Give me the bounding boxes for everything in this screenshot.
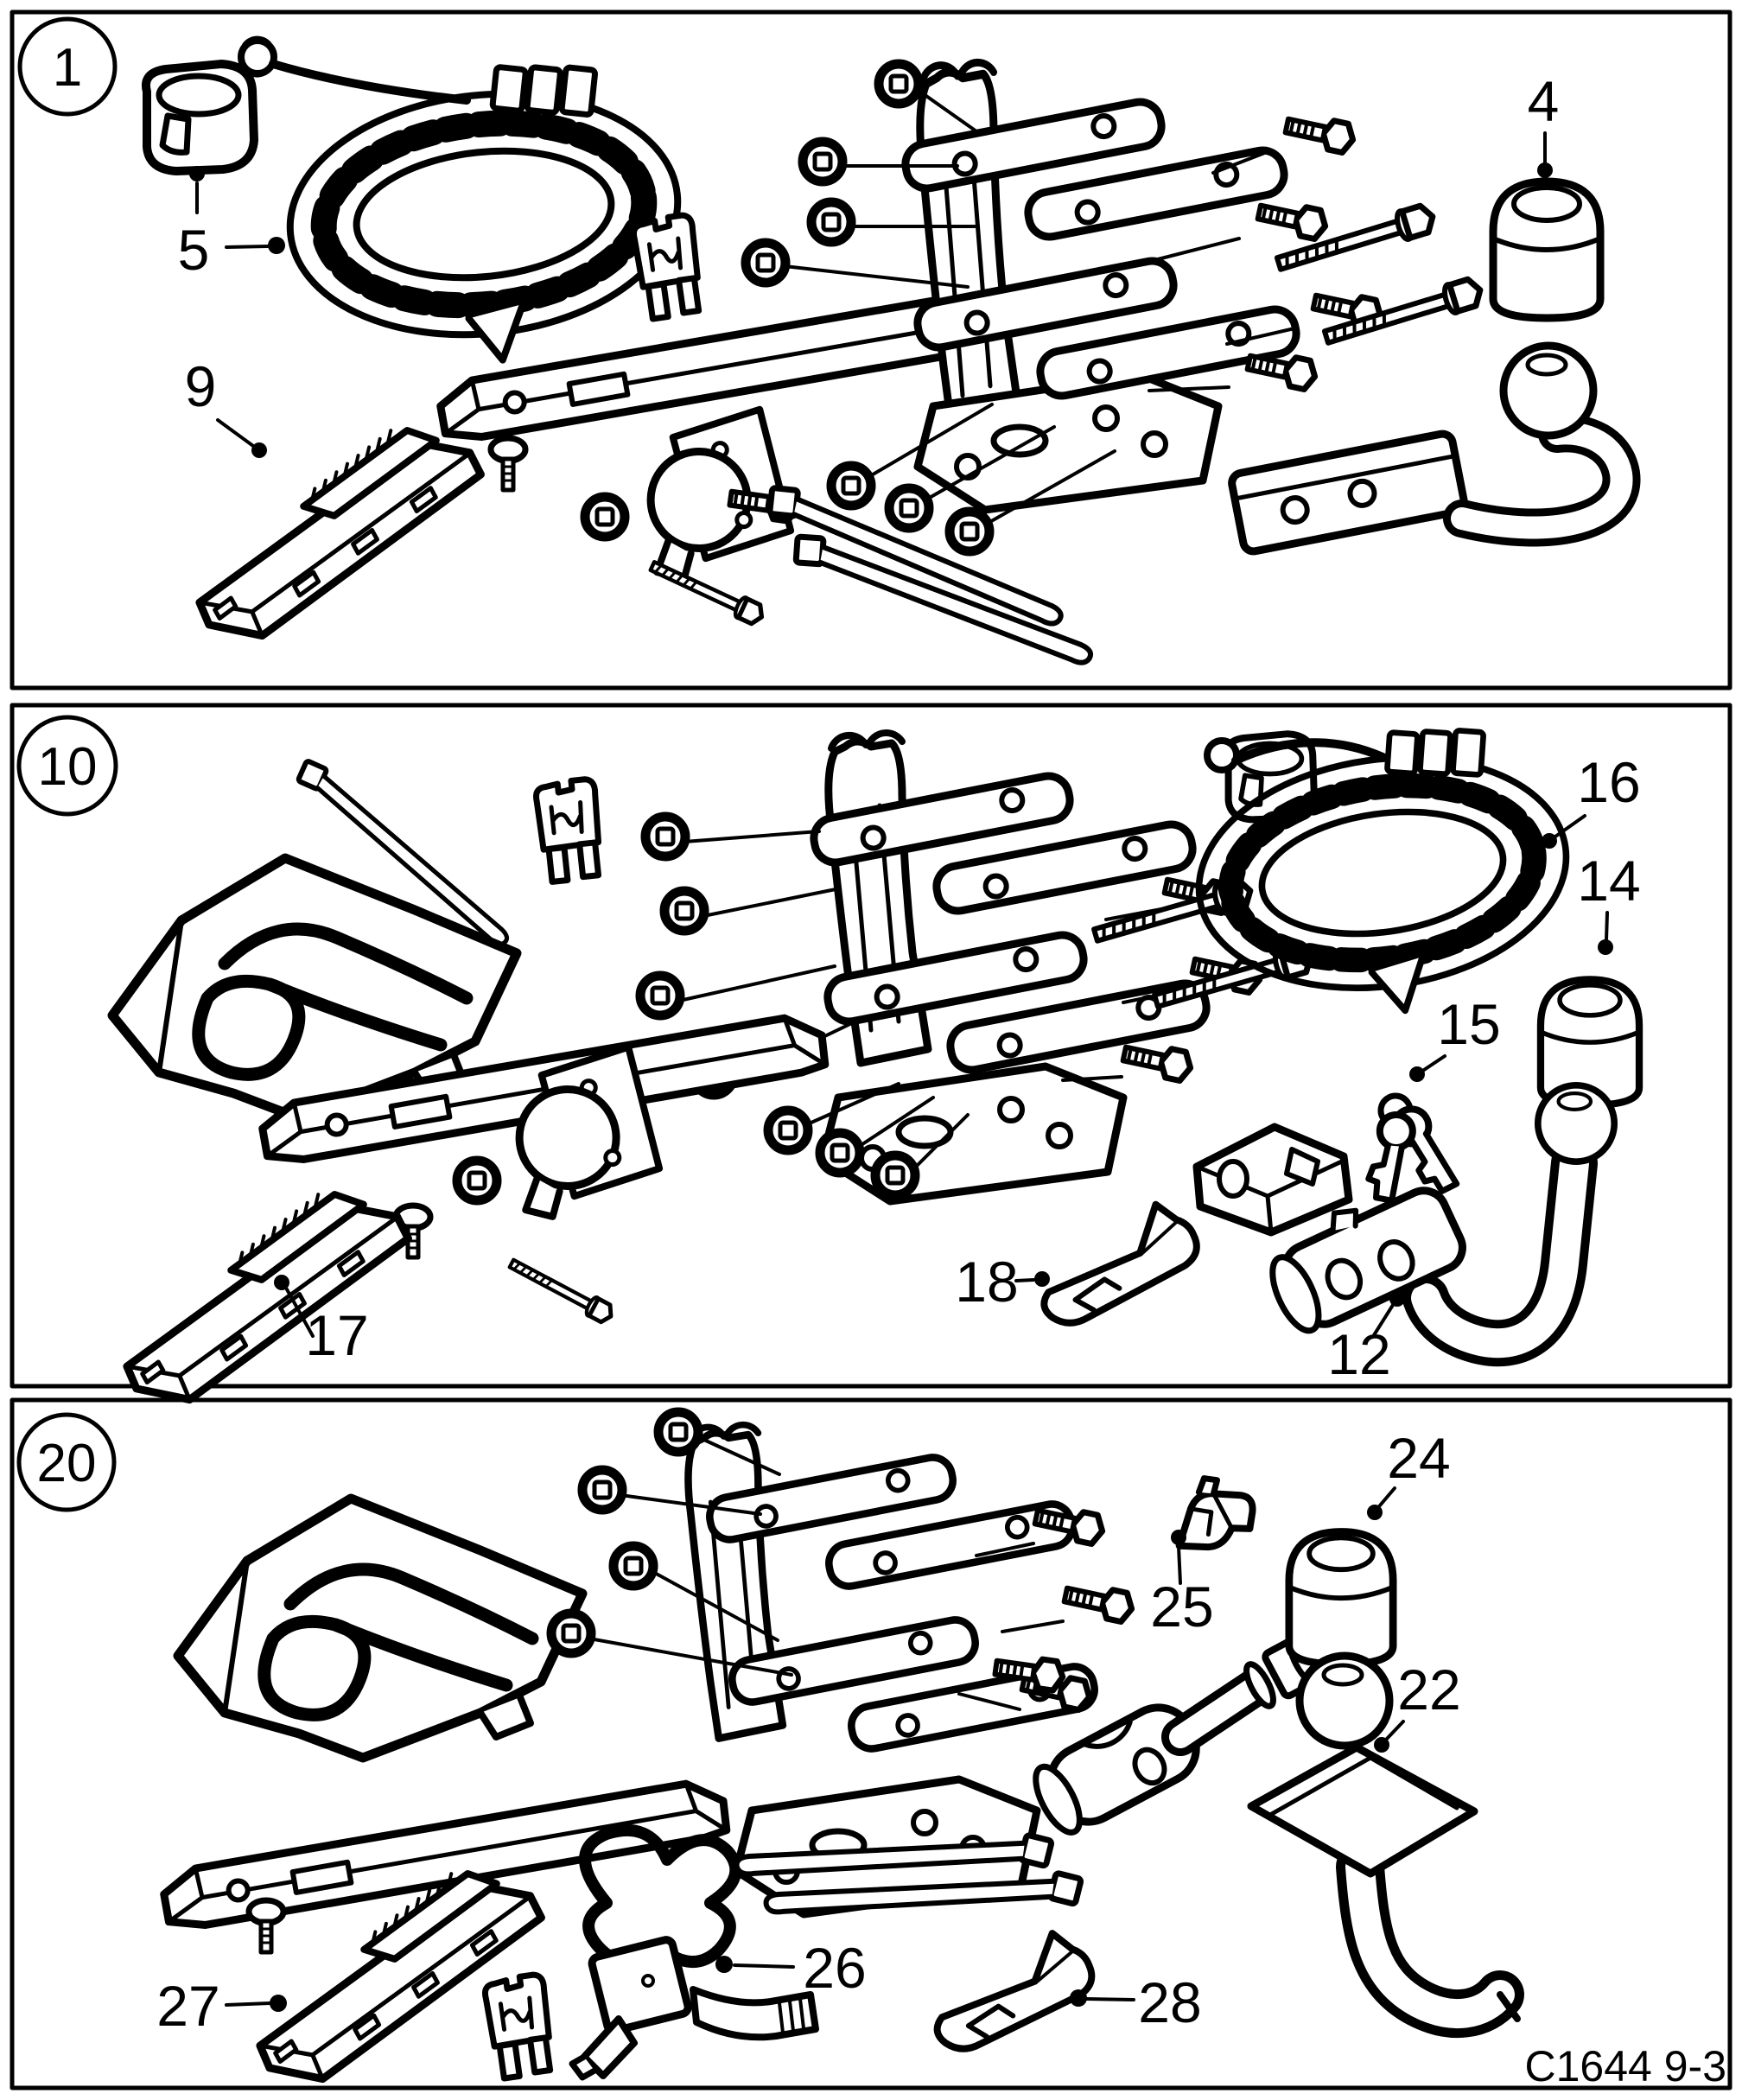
hex-bolt-drawing <box>1284 111 1356 154</box>
hex-bolt-drawing <box>1063 1581 1135 1623</box>
callout-28-number: 28 <box>1138 1970 1201 2034</box>
neck-cover-drawing <box>931 1931 1097 2051</box>
towball-cap-drawing <box>1493 181 1600 318</box>
callout-24: 24 <box>1367 1426 1451 1520</box>
callout-26: 26 <box>715 1936 867 2000</box>
callout-24-number: 24 <box>1387 1426 1450 1490</box>
callout-27: 27 <box>156 1974 287 2038</box>
blade-fuse-drawing <box>632 214 704 320</box>
callout-16-number: 16 <box>1577 750 1640 814</box>
flange-nut-drawing <box>889 488 929 528</box>
callout-9: 9 <box>185 354 267 458</box>
hex-bolt-drawing <box>1122 1040 1193 1082</box>
callout-16: 16 <box>1542 750 1641 849</box>
flange-nut-drawing <box>803 142 842 181</box>
screw-drawing <box>249 1900 283 1952</box>
callout-12: 12 <box>1327 1291 1405 1386</box>
panel-kit-1: 1 5 9 <box>10 10 1732 690</box>
control-module-drawing <box>94 1171 435 1415</box>
panel-kit-20: 20 <box>10 1397 1732 2095</box>
flange-nut-drawing <box>640 976 680 1015</box>
cable-tie-drawing <box>791 537 1097 664</box>
flange-nut-drawing <box>746 243 785 283</box>
parts-bag-drawing <box>178 1499 582 1758</box>
towball-cap-drawing <box>1289 1532 1393 1664</box>
socket-cover-cap-drawing <box>146 64 254 171</box>
callout-14-number: 14 <box>1577 849 1640 913</box>
callout-5-number: 5 <box>178 218 210 282</box>
kit-10-number: 10 <box>38 737 98 797</box>
callout-25-number: 25 <box>1150 1575 1213 1639</box>
callout-15: 15 <box>1409 992 1501 1082</box>
flange-nut-drawing <box>831 466 871 506</box>
callout-17-number: 17 <box>305 1303 368 1367</box>
kit-20-number: 20 <box>37 1434 97 1493</box>
callout-25: 25 <box>1150 1530 1214 1639</box>
callout-9-number: 9 <box>185 354 217 418</box>
flange-nut-drawing <box>658 1412 698 1452</box>
callout-5: 5 <box>178 166 285 282</box>
callout-18-number: 18 <box>955 1250 1018 1314</box>
flange-nut-drawing <box>457 1161 497 1200</box>
figure-code: C1644 9-3 <box>1525 2042 1727 2090</box>
callout-4: 4 <box>1528 69 1560 178</box>
bracket-foot-drawing <box>823 1066 1123 1201</box>
blade-fuse-drawing <box>535 779 604 883</box>
flange-nut-drawing <box>645 817 685 856</box>
mounting-bracket-drawing <box>920 62 1020 432</box>
flange-nut-drawing <box>950 512 989 551</box>
flange-nut-drawing <box>664 891 704 931</box>
detachable-neck-drawing <box>1269 1085 1614 1367</box>
swan-neck-towball-drawing <box>1230 346 1641 553</box>
kit-1-badge: 1 <box>17 16 118 117</box>
callout-15-number: 15 <box>1437 992 1500 1056</box>
long-screw-drawing <box>506 1254 615 1325</box>
flange-nut-drawing <box>768 1110 808 1150</box>
callout-4-number: 4 <box>1528 69 1560 133</box>
kit-10-badge: 10 <box>16 715 118 817</box>
control-module-drawing <box>167 407 507 651</box>
blade-fuse-drawing <box>483 1974 556 2079</box>
assembly-lines <box>588 1435 1065 1711</box>
wiring-loom-drawing <box>1179 704 1585 1037</box>
callout-18: 18 <box>955 1250 1050 1314</box>
kit-20-badge: 20 <box>16 1412 117 1512</box>
flange-nut-drawing <box>585 497 625 537</box>
callout-22: 22 <box>1374 1658 1461 1753</box>
callout-28: 28 <box>1070 1970 1202 2034</box>
callout-14: 14 <box>1577 849 1641 955</box>
flange-nut-drawing <box>614 1546 653 1586</box>
flange-nut-drawing <box>582 1470 622 1510</box>
panel-1-border <box>10 10 1732 690</box>
kit-1-number: 1 <box>53 38 82 98</box>
long-screw-drawing <box>648 556 766 627</box>
wiring-loom-drawing <box>238 38 693 381</box>
assembly-lines <box>783 88 1296 525</box>
flange-nut-drawing <box>820 1133 860 1173</box>
callout-17: 17 <box>274 1275 369 1367</box>
hex-bolt-drawing <box>1256 198 1328 240</box>
callout-12-number: 12 <box>1327 1322 1390 1386</box>
screw-drawing <box>491 438 525 490</box>
flange-nut-drawing <box>811 202 851 242</box>
callout-22-number: 22 <box>1397 1658 1460 1721</box>
panel-20-border <box>10 1397 1732 2090</box>
lock-mechanism-drawing <box>1197 1127 1349 1232</box>
flange-towball-drawing <box>1247 1656 1524 2038</box>
panel-10-border <box>10 703 1732 1389</box>
neck-cover-drawing <box>1035 1200 1204 1326</box>
callout-27-number: 27 <box>156 1974 219 2038</box>
flange-nut-drawing <box>875 1155 915 1195</box>
panel-kit-10: 10 <box>10 703 1732 1416</box>
flange-nut-drawing <box>879 64 919 104</box>
flange-nut-drawing <box>551 1613 591 1653</box>
callout-26-number: 26 <box>803 1936 866 2000</box>
